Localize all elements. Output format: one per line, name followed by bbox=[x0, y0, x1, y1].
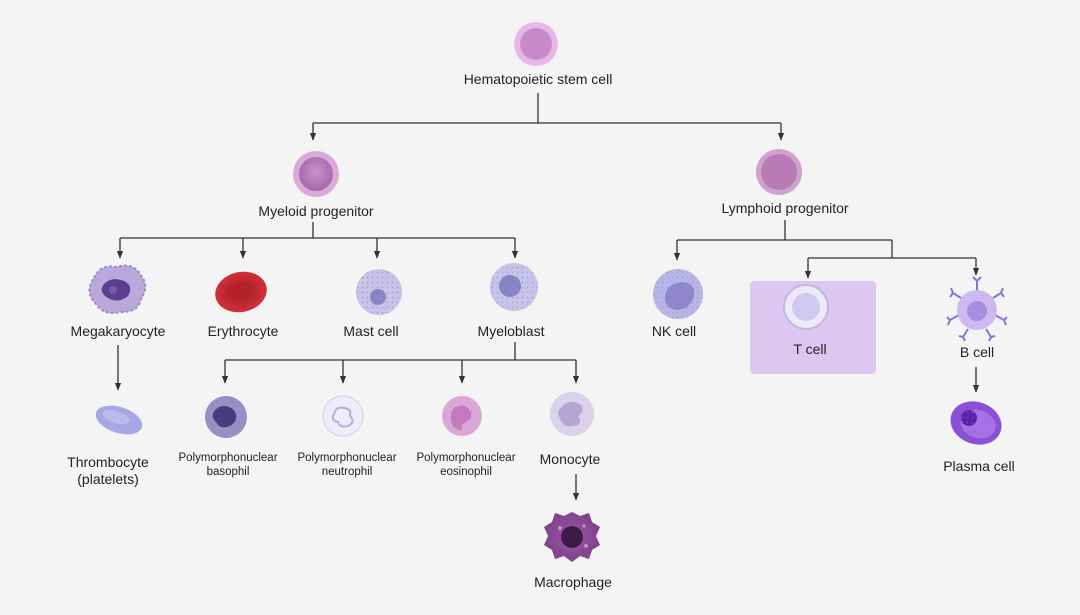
b-cell-label: B cell bbox=[959, 344, 995, 360]
basophil-label: Polymorphonuclear basophil bbox=[178, 451, 277, 479]
erythrocyte-label: Erythrocyte bbox=[207, 323, 279, 339]
megakaryocyte-cell-icon bbox=[88, 264, 147, 314]
macrophage-label: Macrophage bbox=[534, 574, 612, 590]
t-cell-label: T cell bbox=[793, 341, 827, 357]
thrombocyte-label-line-1: Thrombocyte bbox=[67, 454, 149, 470]
myeloblast-cell-icon bbox=[490, 263, 538, 311]
neutrophil-label-line-2: neutrophil bbox=[321, 466, 373, 478]
monocyte-label: Monocyte bbox=[539, 451, 601, 467]
eosinophil-label-line-1: Polymorphonuclear bbox=[416, 452, 516, 464]
myeloid-progenitor-label: Myeloid progenitor bbox=[258, 203, 374, 219]
basophil-label-line-2: basophil bbox=[206, 466, 250, 478]
plasma-cell-icon bbox=[950, 401, 1002, 445]
hsc-cell-icon bbox=[514, 22, 558, 66]
myeloid-progenitor-cell-icon bbox=[293, 151, 339, 197]
neutrophil-cell-icon bbox=[322, 395, 364, 437]
lymphoid-progenitor-cell-icon bbox=[756, 149, 802, 195]
neutrophil-label-line-1: Polymorphonuclear bbox=[297, 452, 397, 464]
plasma-cell-label: Plasma cell bbox=[943, 458, 1015, 474]
basophil-cell-icon bbox=[205, 396, 247, 438]
neutrophil-label: Polymorphonuclear neutrophil bbox=[297, 451, 396, 479]
hsc-label: Hematopoietic stem cell bbox=[463, 71, 613, 87]
nk-cell-label: NK cell bbox=[651, 323, 697, 339]
thrombocyte-label: Thrombocyte (platelets) bbox=[67, 454, 149, 488]
erythrocyte-cell-icon bbox=[215, 271, 267, 313]
monocyte-cell-icon bbox=[550, 392, 594, 436]
connector-lines bbox=[114, 93, 980, 501]
megakaryocyte-label: Megakaryocyte bbox=[70, 323, 166, 339]
macrophage-cell-icon bbox=[544, 512, 600, 562]
t-cell-icon bbox=[783, 284, 829, 330]
eosinophil-cell-icon bbox=[442, 396, 482, 436]
b-cell-icon bbox=[946, 276, 1008, 342]
lymphoid-progenitor-label: Lymphoid progenitor bbox=[721, 200, 849, 216]
eosinophil-label: Polymorphonuclear eosinophil bbox=[416, 451, 515, 479]
thrombocyte-label-line-2: (platelets) bbox=[77, 471, 139, 487]
eosinophil-label-line-2: eosinophil bbox=[440, 466, 492, 478]
nk-cell-icon bbox=[653, 269, 703, 319]
mast-cell-label: Mast cell bbox=[343, 323, 399, 339]
mast-cell-icon bbox=[356, 269, 402, 315]
basophil-label-line-1: Polymorphonuclear bbox=[178, 452, 278, 464]
myeloblast-label: Myeloblast bbox=[477, 323, 545, 339]
thrombocyte-cell-icon bbox=[95, 405, 143, 435]
